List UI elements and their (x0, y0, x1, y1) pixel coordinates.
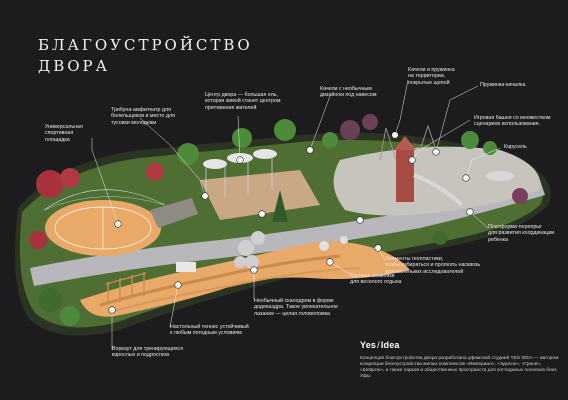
label-sports-ground: Универсальная спортивная площадка (45, 124, 83, 143)
label-tower: Игровая башня со множеством сценариев ис… (474, 115, 551, 128)
label-tribune: Трибуна-амфитеатр для болельщиков и мест… (111, 107, 175, 126)
brand-logo-right: Idea (380, 340, 400, 350)
carousel (486, 171, 514, 181)
trees (29, 114, 528, 326)
label-tennis: Настольный теннис устойчивый к любым пог… (170, 324, 249, 337)
label-center: Центр двора — большая ель, которая зимой… (205, 92, 281, 111)
label-swings-territory: Качели и пружинка на территории, покрыты… (408, 67, 455, 86)
tribune (150, 198, 198, 228)
label-spring-swing: Пружинка-качалка (480, 82, 526, 88)
pointer-lines (91, 79, 501, 350)
label-platform: Платформа-перепрыг для развития координа… (488, 224, 555, 243)
label-benches: Круглые скамейки для веселого отдыха (350, 273, 402, 286)
spruce-tree (272, 190, 288, 222)
label-climbing: Необычный скалодром в форме додекаэдра. … (254, 298, 338, 317)
central-plaza (200, 170, 320, 220)
label-workout: Воркаут для тренирующихся взрослых и под… (112, 346, 183, 359)
play-tower (394, 136, 464, 207)
table-tennis (176, 262, 196, 272)
label-swings-design: Качели с необычным дизайном под навесом (320, 86, 377, 99)
markers (108, 131, 474, 314)
main-path (30, 180, 545, 286)
footer-description: Концепция благоустройства двора разработ… (360, 356, 559, 379)
poster-title-line2: ДВОРА (38, 57, 110, 75)
canopy (203, 149, 277, 200)
brand-logo-left: Yes (360, 340, 377, 350)
label-geoplastics: Элементы геопластики, чтобы взбираться и… (385, 256, 481, 275)
workout-bars (105, 272, 147, 305)
brand-logo: Yes/Idea (360, 340, 400, 350)
round-benches (319, 236, 348, 251)
label-carousel: Карусель (504, 144, 527, 150)
climbing-dodecahedrons (234, 231, 265, 269)
poster-title-line1: БЛАГОУСТРОЙСТВО (38, 36, 253, 54)
playground-surface (333, 146, 541, 216)
